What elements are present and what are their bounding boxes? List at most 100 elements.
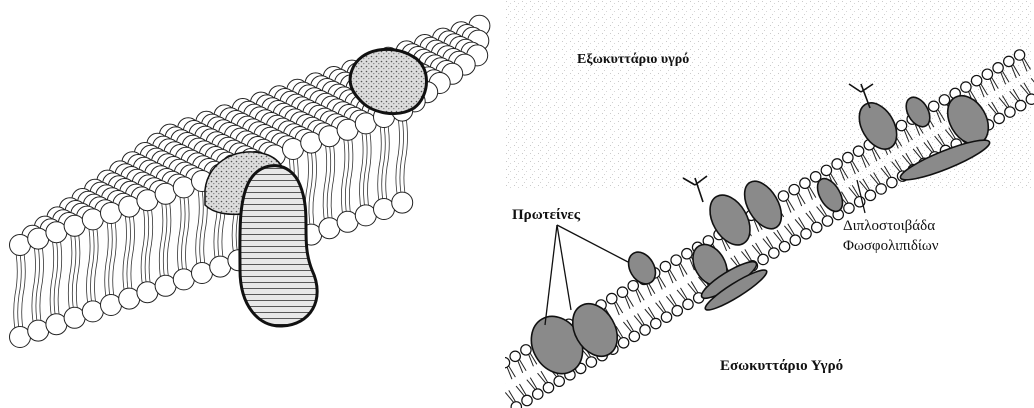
tail xyxy=(527,380,535,390)
lipid-head xyxy=(618,338,628,348)
lipid-head xyxy=(1015,100,1025,110)
lipid-head xyxy=(844,203,854,213)
tail xyxy=(113,221,117,303)
tail xyxy=(14,253,18,335)
lipid-head xyxy=(982,69,992,79)
tail xyxy=(529,354,534,366)
lipid-head xyxy=(651,318,661,328)
lipid-head xyxy=(511,402,521,408)
lipid-head xyxy=(821,165,831,175)
tail xyxy=(777,230,784,241)
tail xyxy=(341,138,345,220)
lipid-head xyxy=(671,255,681,265)
tail xyxy=(32,247,36,329)
tail xyxy=(313,151,317,233)
lipid-head xyxy=(1005,107,1015,117)
label-intracellular: Εσωκυττάριο Υγρό xyxy=(720,358,843,374)
lipid-head xyxy=(661,312,671,322)
tail xyxy=(518,361,523,373)
tail xyxy=(806,213,814,223)
tail xyxy=(127,215,131,297)
tail xyxy=(670,294,677,305)
tail xyxy=(799,193,806,204)
lipid-head xyxy=(789,184,799,194)
tail xyxy=(95,227,99,309)
label-extracellular: Εξωκυττάριο υγρό xyxy=(577,52,689,67)
tail xyxy=(360,131,364,213)
tail xyxy=(404,119,408,201)
lipid-head xyxy=(939,95,949,105)
tail xyxy=(745,249,752,260)
tail xyxy=(809,211,816,222)
tail xyxy=(91,227,95,309)
tail xyxy=(309,151,313,233)
tail xyxy=(50,240,54,322)
lipid-head xyxy=(843,152,853,162)
tail xyxy=(123,215,127,297)
tail xyxy=(638,313,645,324)
lipid-head-bottom xyxy=(392,192,413,213)
lipid-head xyxy=(778,191,788,201)
tail xyxy=(681,264,688,275)
tail xyxy=(634,316,642,326)
lipid-head xyxy=(800,178,810,188)
lipid-head xyxy=(758,254,768,264)
tail xyxy=(788,199,795,210)
tail xyxy=(54,240,58,322)
tail xyxy=(396,119,400,201)
tail xyxy=(766,237,773,248)
tail xyxy=(788,224,795,235)
tail xyxy=(400,119,404,201)
lipid-head xyxy=(832,159,842,169)
lipid-head xyxy=(1026,94,1034,104)
tail xyxy=(817,207,825,217)
tail xyxy=(623,322,631,332)
tail xyxy=(688,283,696,293)
tail xyxy=(519,384,526,395)
tail xyxy=(627,296,634,307)
tail xyxy=(58,240,62,322)
label-bilayer-line2: Φωσφολιπιδίων xyxy=(843,238,939,254)
lipid-head xyxy=(769,248,779,258)
tail xyxy=(159,202,163,284)
tail xyxy=(131,215,135,297)
lipid-head xyxy=(876,184,886,194)
tail xyxy=(679,265,684,277)
tail xyxy=(182,195,186,277)
tail xyxy=(331,144,335,226)
label-bilayer-line1: Διπλοστοιβάδα xyxy=(843,218,935,234)
membrane-block-svg xyxy=(0,0,500,408)
lipid-head xyxy=(887,177,897,187)
tail xyxy=(87,227,91,309)
tail xyxy=(18,253,22,335)
tail xyxy=(756,243,763,254)
lipid-head xyxy=(521,345,531,355)
tail xyxy=(530,378,537,389)
lipid-head xyxy=(683,299,693,309)
tail xyxy=(797,194,802,206)
tail xyxy=(625,297,630,309)
lipid-head xyxy=(1014,50,1024,60)
tail xyxy=(680,288,687,299)
cross-section-svg: Εξωκυττάριο υγρό Πρωτείνες Διπλοστοιβάδα… xyxy=(505,0,1034,408)
lipid-head xyxy=(928,101,938,111)
tail xyxy=(691,281,698,292)
tail xyxy=(636,290,641,302)
tail xyxy=(520,360,527,371)
lipid-head xyxy=(822,216,832,226)
tail xyxy=(368,131,372,213)
tail xyxy=(141,208,145,290)
tail xyxy=(163,202,167,284)
tail xyxy=(614,303,619,315)
lipid-head xyxy=(790,235,800,245)
tail xyxy=(784,226,792,236)
lipid-head xyxy=(586,357,596,367)
lipid-head xyxy=(801,229,811,239)
tail xyxy=(382,125,386,207)
lipid-head xyxy=(971,75,981,85)
lipid-head xyxy=(617,287,627,297)
transmembrane-protein xyxy=(240,166,317,326)
tail xyxy=(786,200,791,212)
lipid-head xyxy=(543,382,553,392)
tail xyxy=(105,221,109,303)
